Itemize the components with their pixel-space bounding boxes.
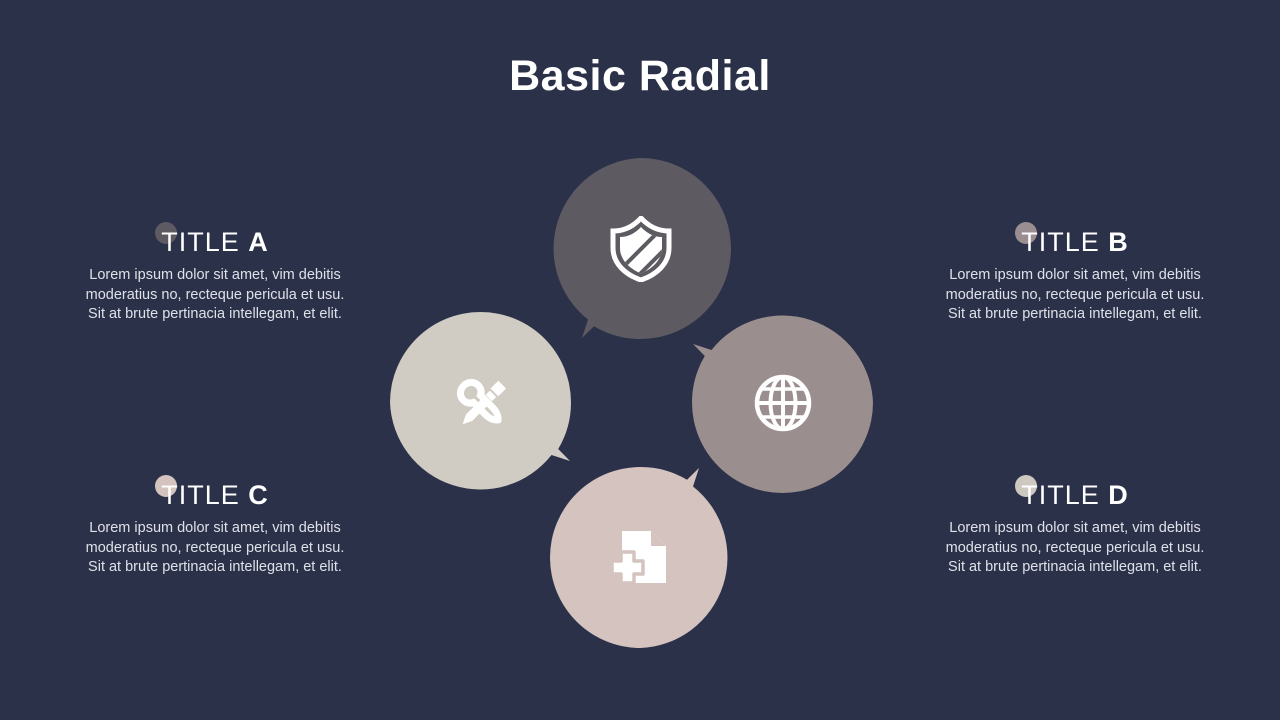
page-title: Basic Radial [509, 52, 771, 100]
radial-node-top[interactable] [548, 156, 733, 341]
heading-row-c: TITLE C [70, 475, 360, 515]
body-text-d: Lorem ipsum dolor sit amet, vim debitis … [930, 519, 1220, 578]
body-line: Sit at brute pertinacia intellegam, et e… [948, 559, 1202, 575]
body-line: moderatius no, recteque pericula et usu. [945, 539, 1205, 556]
heading-letter-c: C [248, 480, 269, 510]
info-block-title-b: TITLE B Lorem ipsum dolor sit amet, vim … [930, 222, 1220, 325]
globe-icon [690, 310, 875, 495]
radial-node-bottom[interactable] [548, 465, 733, 650]
bullet-dot-c [155, 475, 177, 497]
body-line: Lorem ipsum dolor sit amet, vim debitis [89, 520, 341, 536]
heading-row-a: TITLE A [70, 222, 360, 262]
body-line: Sit at brute pertinacia intellegam, et e… [948, 306, 1202, 322]
radial-node-right[interactable] [690, 310, 875, 495]
body-line: Sit at brute pertinacia intellegam, et e… [88, 559, 342, 575]
heading-row-b: TITLE B [930, 222, 1220, 262]
radial-node-left[interactable] [388, 310, 573, 495]
heading-label-d: TITLE [1021, 480, 1100, 510]
body-line: moderatius no, recteque pericula et usu. [945, 286, 1205, 303]
body-line: Lorem ipsum dolor sit amet, vim debitis [949, 520, 1201, 536]
bullet-dot-a [155, 222, 177, 244]
heading-label-b: TITLE [1021, 227, 1100, 257]
heading-row-d: TITLE D [930, 475, 1220, 515]
body-text-c: Lorem ipsum dolor sit amet, vim debitis … [70, 519, 360, 578]
body-text-a: Lorem ipsum dolor sit amet, vim debitis … [70, 266, 360, 325]
heading-letter-d: D [1108, 480, 1129, 510]
bullet-dot-b [1015, 222, 1037, 244]
shield-icon [548, 156, 733, 341]
heading-label-c: TITLE [161, 480, 240, 510]
heading-d: TITLE D [1021, 475, 1129, 515]
heading-c: TITLE C [161, 475, 269, 515]
info-block-title-c: TITLE C Lorem ipsum dolor sit amet, vim … [70, 475, 360, 578]
body-line: Lorem ipsum dolor sit amet, vim debitis [89, 267, 341, 283]
heading-a: TITLE A [161, 222, 269, 262]
heading-label-a: TITLE [161, 227, 240, 257]
heading-letter-b: B [1108, 227, 1129, 257]
heading-letter-a: A [248, 227, 269, 257]
bullet-dot-d [1015, 475, 1037, 497]
tools-icon [388, 310, 573, 495]
body-line: moderatius no, recteque pericula et usu. [85, 539, 345, 556]
heading-b: TITLE B [1021, 222, 1129, 262]
document-plus-icon [548, 465, 733, 650]
info-block-title-a: TITLE A Lorem ipsum dolor sit amet, vim … [70, 222, 360, 325]
body-line: moderatius no, recteque pericula et usu. [85, 286, 345, 303]
body-line: Lorem ipsum dolor sit amet, vim debitis [949, 267, 1201, 283]
body-line: Sit at brute pertinacia intellegam, et e… [88, 306, 342, 322]
radial-diagram [380, 150, 900, 670]
info-block-title-d: TITLE D Lorem ipsum dolor sit amet, vim … [930, 475, 1220, 578]
body-text-b: Lorem ipsum dolor sit amet, vim debitis … [930, 266, 1220, 325]
